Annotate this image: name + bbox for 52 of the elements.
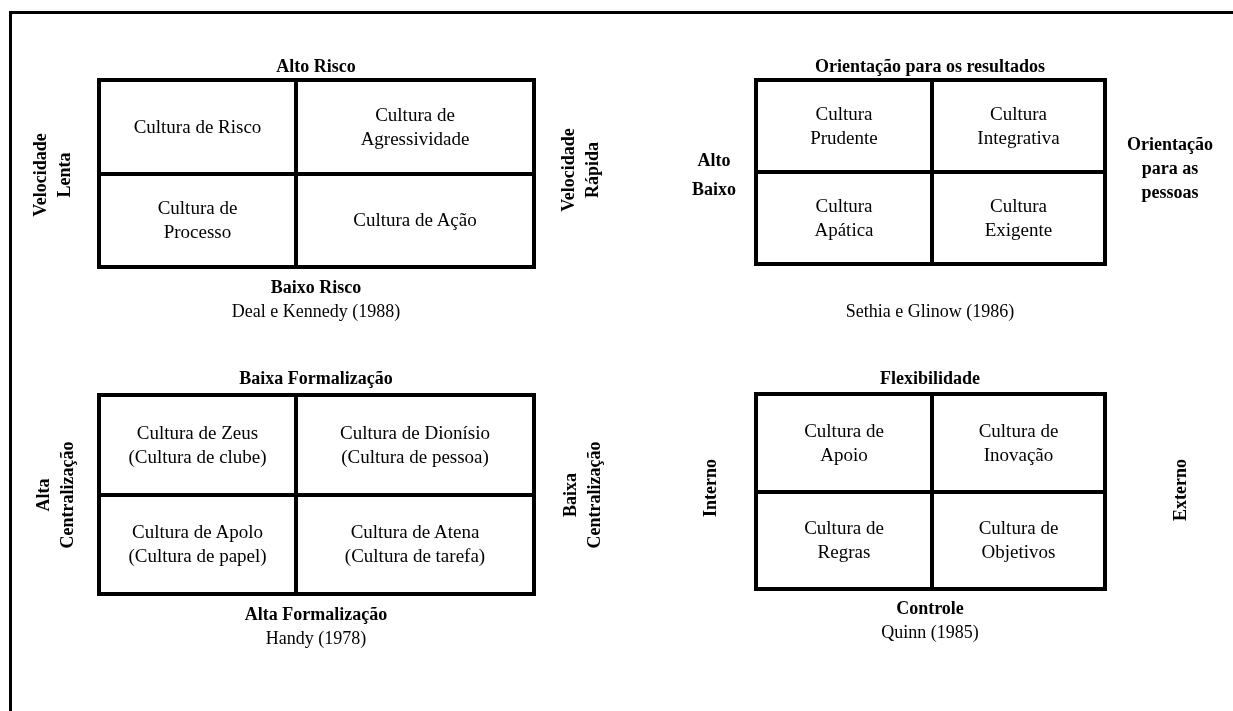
axis-label: Alto Risco [275, 55, 357, 78]
cell-text: Cultura de Apolo (Cultura de papel) [127, 520, 268, 569]
axis-label: Baixo Risco [269, 276, 363, 299]
cell-text: Cultura de Apoio [803, 418, 885, 467]
matrix-cell [298, 496, 532, 592]
matrix-cell [101, 496, 294, 592]
cell-text: Cultura de Risco [133, 114, 262, 139]
cell-text: Cultura de Ação [353, 208, 477, 233]
axis-label: Baixa Centralização [559, 440, 605, 551]
cell-text: Cultura de Zeus (Cultura de clube) [127, 420, 268, 469]
matrix-cell [758, 82, 930, 170]
cell-text: Cultura de Processo [156, 196, 239, 245]
cell-text: Cultura de Inovação [977, 418, 1060, 467]
cell-text: Cultura Apática [813, 194, 875, 242]
matrix-cell [298, 82, 532, 172]
matrix-cell [101, 397, 294, 493]
matrix-cell [934, 396, 1103, 490]
cell-text: Cultura Prudente [809, 102, 879, 150]
axis-label: Alta Formalização [243, 603, 389, 626]
axis-label: Velocidade Rápida [557, 127, 603, 214]
axis-label: Baixa Formalização [238, 367, 394, 390]
cell-text: Cultura de Atena (Cultura de tarefa) [343, 520, 487, 569]
cell-text: Cultura Integrativa [976, 102, 1061, 150]
matrix-cell [934, 493, 1103, 587]
matrix-cell [101, 175, 294, 265]
matrix-cell [298, 175, 532, 265]
matrix-cell [101, 82, 294, 172]
axis-label: Velocidade Lenta [29, 132, 75, 219]
cell-text: Cultura de Objetivos [977, 516, 1060, 565]
axis-label: Alta Centralização [32, 440, 78, 551]
source-citation: Deal e Kennedy (1988) [230, 300, 402, 323]
axis-label: Interno [699, 458, 721, 519]
source-citation: Sethia e Glinow (1986) [844, 300, 1016, 323]
matrix-cell [298, 397, 532, 493]
matrix-cell [934, 174, 1103, 262]
source-citation: Handy (1978) [264, 627, 368, 650]
axis-label: Baixo [691, 178, 737, 201]
cell-text: Cultura de Dionísio (Cultura de pessoa) [339, 420, 491, 469]
axis-label: Externo [1169, 458, 1191, 523]
axis-label: Flexibilidade [879, 367, 981, 390]
axis-label: Orientação para as pessoas [1126, 133, 1214, 204]
axis-label: Controle [895, 597, 965, 620]
axis-label: Alto [696, 149, 732, 172]
matrix-cell [758, 396, 930, 490]
cell-text: Cultura de Regras [803, 516, 885, 565]
cell-text: Cultura Exigente [983, 194, 1054, 242]
matrix-cell [934, 82, 1103, 170]
cell-text: Cultura de Agressividade [359, 102, 471, 151]
axis-label: Orientação para os resultados [813, 55, 1047, 78]
matrix-cell [758, 174, 930, 262]
matrix-cell [758, 493, 930, 587]
source-citation: Quinn (1985) [880, 621, 980, 644]
